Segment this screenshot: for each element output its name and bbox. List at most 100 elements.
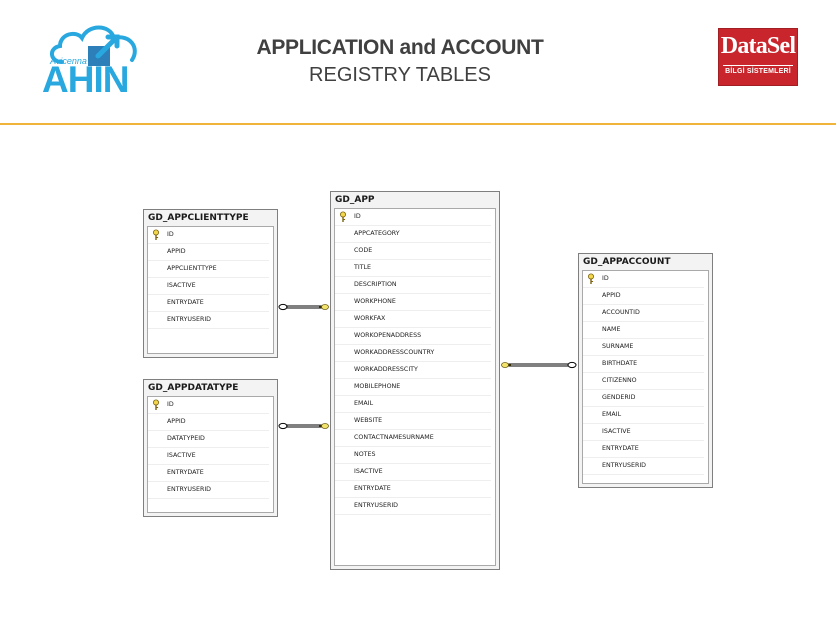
column-row[interactable]: ENTRYDATE bbox=[148, 295, 269, 312]
primary-key-icon bbox=[340, 211, 346, 222]
column-row[interactable]: ENTRYDATE bbox=[583, 441, 704, 458]
ahin-logo: Avicenna AHIN bbox=[40, 20, 160, 100]
column-name: APPID bbox=[167, 418, 186, 425]
column-row[interactable]: WORKPHONE bbox=[335, 294, 491, 311]
column-row[interactable]: WORKADDRESSCOUNTRY bbox=[335, 345, 491, 362]
column-row[interactable]: DESCRIPTION bbox=[335, 277, 491, 294]
column-name: ID bbox=[602, 275, 609, 282]
column-row[interactable]: EMAIL bbox=[583, 407, 704, 424]
column-name: DESCRIPTION bbox=[354, 281, 397, 288]
column-name: SURNAME bbox=[602, 343, 634, 350]
logo-divider bbox=[723, 65, 793, 66]
column-name: WEBSITE bbox=[354, 417, 383, 424]
column-row[interactable]: ENTRYDATE bbox=[335, 481, 491, 498]
logo-sub-text: BİLGİ SİSTEMLERİ bbox=[725, 68, 791, 75]
key-end-icon bbox=[319, 304, 329, 310]
column-row[interactable]: CONTACTNAMESURNAME bbox=[335, 430, 491, 447]
column-row[interactable]: APPCATEGORY bbox=[335, 226, 491, 243]
column-row[interactable]: ISACTIVE bbox=[583, 424, 704, 441]
column-name: APPID bbox=[167, 248, 186, 255]
column-name: APPID bbox=[602, 292, 621, 299]
column-name: ENTRYUSERID bbox=[602, 462, 647, 469]
column-row[interactable]: WORKADDRESSCITY bbox=[335, 362, 491, 379]
column-row[interactable]: ENTRYUSERID bbox=[148, 312, 269, 329]
column-name: WORKADDRESSCITY bbox=[354, 366, 418, 373]
column-row[interactable]: CITIZENNO bbox=[583, 373, 704, 390]
column-row[interactable]: CODE bbox=[335, 243, 491, 260]
column-row[interactable]: ID bbox=[583, 271, 704, 288]
relationship-end-icon bbox=[278, 303, 288, 311]
column-row[interactable]: MOBILEPHONE bbox=[335, 379, 491, 396]
column-row[interactable]: NAME bbox=[583, 322, 704, 339]
column-name: WORKOPENADDRESS bbox=[354, 332, 422, 339]
column-row[interactable]: ID bbox=[148, 227, 269, 244]
column-row[interactable]: NOTES bbox=[335, 447, 491, 464]
column-name: ENTRYUSERID bbox=[167, 486, 212, 493]
column-row[interactable]: ISACTIVE bbox=[148, 278, 269, 295]
column-row[interactable]: SURNAME bbox=[583, 339, 704, 356]
column-row[interactable]: ISACTIVE bbox=[148, 448, 269, 465]
column-name: ENTRYDATE bbox=[602, 445, 639, 452]
column-row[interactable]: DATATYPEID bbox=[148, 431, 269, 448]
column-row[interactable]: BIRTHDATE bbox=[583, 356, 704, 373]
column-row[interactable]: EMAIL bbox=[335, 396, 491, 413]
column-row[interactable]: WORKOPENADDRESS bbox=[335, 328, 491, 345]
column-name: ISACTIVE bbox=[167, 282, 196, 289]
column-name: EMAIL bbox=[354, 400, 374, 407]
logo-brand-text: DataSel bbox=[720, 33, 796, 59]
logo-small-text: Avicenna bbox=[50, 56, 87, 66]
column-row[interactable]: WORKFAX bbox=[335, 311, 491, 328]
column-name: GENDERID bbox=[602, 394, 636, 401]
column-name: CITIZENNO bbox=[602, 377, 637, 384]
column-list: ID APPID DATATYPEID ISACTIVE ENTRYDATE ENTRYU… bbox=[147, 396, 274, 513]
column-row[interactable]: ID bbox=[148, 397, 269, 414]
column-name: WORKADDRESSCOUNTRY bbox=[354, 349, 435, 356]
header-divider bbox=[0, 123, 836, 125]
datasel-logo: DataSel BİLGİ SİSTEMLERİ bbox=[718, 28, 798, 86]
column-name: ISACTIVE bbox=[602, 428, 631, 435]
key-end-icon bbox=[319, 423, 329, 429]
relationship-end-icon bbox=[278, 422, 288, 430]
column-row[interactable]: GENDERID bbox=[583, 390, 704, 407]
column-name: ENTRYDATE bbox=[167, 299, 204, 306]
column-row[interactable]: APPID bbox=[148, 414, 269, 431]
column-name: NAME bbox=[602, 326, 621, 333]
column-row[interactable]: APPCLIENTTYPE bbox=[148, 261, 269, 278]
column-name: APPCATEGORY bbox=[354, 230, 400, 237]
column-name: MOBILEPHONE bbox=[354, 383, 401, 390]
column-name: ENTRYDATE bbox=[167, 469, 204, 476]
relationship-appdatatype-app bbox=[278, 422, 329, 430]
table-title: GD_APPCLIENTTYPE bbox=[148, 213, 249, 223]
column-name: ID bbox=[354, 213, 361, 220]
column-row[interactable]: ENTRYDATE bbox=[148, 465, 269, 482]
key-end-icon bbox=[501, 362, 511, 368]
column-name: ID bbox=[167, 401, 174, 408]
column-row[interactable]: ISACTIVE bbox=[335, 464, 491, 481]
column-name: TITLE bbox=[354, 264, 372, 271]
primary-key-icon bbox=[153, 229, 159, 240]
column-row[interactable]: ENTRYUSERID bbox=[335, 498, 491, 515]
column-row[interactable]: ACCOUNTID bbox=[583, 305, 704, 322]
column-row[interactable]: WEBSITE bbox=[335, 413, 491, 430]
column-row[interactable]: TITLE bbox=[335, 260, 491, 277]
column-row[interactable]: APPID bbox=[148, 244, 269, 261]
logo-big-text: AHIN bbox=[42, 59, 129, 100]
column-name: ENTRYDATE bbox=[354, 485, 391, 492]
column-row[interactable]: ID bbox=[335, 209, 491, 226]
column-name: BIRTHDATE bbox=[602, 360, 638, 367]
column-name: ENTRYUSERID bbox=[354, 502, 399, 509]
column-row[interactable]: ENTRYUSERID bbox=[148, 482, 269, 499]
column-name: ENTRYUSERID bbox=[167, 316, 212, 323]
title-sub: REGISTRY TABLES bbox=[309, 64, 491, 86]
column-name: CODE bbox=[354, 247, 373, 254]
column-name: WORKPHONE bbox=[354, 298, 396, 305]
column-list: ID APPID ACCOUNTID NAME SURNAME BIRTHDATE CITI… bbox=[582, 270, 709, 484]
column-name: DATATYPEID bbox=[167, 435, 205, 442]
column-row[interactable]: ENTRYUSERID bbox=[583, 458, 704, 475]
column-row[interactable]: APPID bbox=[583, 288, 704, 305]
table-gd-appclienttype[interactable]: GD_APPCLIENTTYPE ID APPID APPCLIENTTYPE ISA… bbox=[143, 209, 278, 358]
